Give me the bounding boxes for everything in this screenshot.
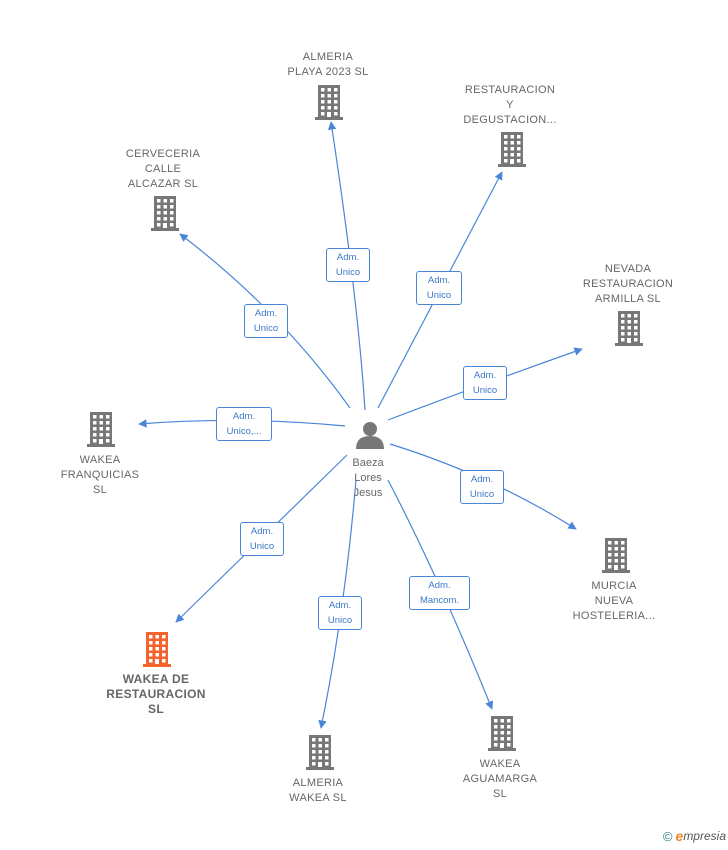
relation-label-line: Unico xyxy=(469,489,495,500)
building-icon[interactable] xyxy=(143,632,171,667)
company-name-line: CALLE xyxy=(144,163,182,175)
relation-label-line: Adm. xyxy=(336,252,360,263)
relation-label-line: Unico xyxy=(426,290,452,301)
company-name-line: DEGUSTACION... xyxy=(463,114,557,126)
relation-label-line: Adm. xyxy=(428,580,451,591)
company-name-line: ALCAZAR SL xyxy=(127,178,199,190)
building-icon[interactable] xyxy=(315,85,343,120)
brand-logo-text: mpresia xyxy=(683,829,726,843)
company-name-line: WAKEA xyxy=(479,758,521,770)
relation-label-line: Adm. xyxy=(470,474,494,485)
company-label-almeria-playa[interactable]: ALMERIA PLAYA 2023 SL xyxy=(258,50,398,80)
person-name-line: Baeza xyxy=(352,457,384,469)
company-name-line: ALMERIA xyxy=(302,51,354,63)
person-name-line: Jesus xyxy=(353,487,383,499)
relation-label-line: Adm. xyxy=(232,411,256,422)
relation-label-murcia-nueva-hosteleria[interactable]: Adm. Unico xyxy=(460,470,504,504)
company-name-line: ALMERIA xyxy=(292,777,344,789)
company-name-line: HOSTELERIA... xyxy=(572,610,656,622)
company-name-line: NEVADA xyxy=(604,263,652,275)
relation-label-line: Mancom. xyxy=(419,595,460,606)
person-icon[interactable] xyxy=(356,422,384,449)
relation-label-line: Unico xyxy=(335,267,361,278)
company-name-line: RESTAURACION xyxy=(582,278,674,290)
company-name-line: RESTAURACION xyxy=(464,84,556,96)
relation-label-cerveceria-calle-alcazar[interactable]: Adm. Unico xyxy=(244,304,288,338)
company-name-line: SL xyxy=(148,702,164,716)
company-label-almeria-wakea[interactable]: ALMERIA WAKEA SL xyxy=(248,776,388,806)
building-icon[interactable] xyxy=(306,735,334,770)
building-icon[interactable] xyxy=(488,716,516,751)
company-name-line: MURCIA xyxy=(591,580,637,592)
relation-label-line: Unico xyxy=(327,615,353,626)
brand-footer[interactable]: © e mpresia xyxy=(663,828,726,844)
company-label-nevada-restauracion-armilla[interactable]: NEVADA RESTAURACION ARMILLA SL xyxy=(558,262,698,307)
relation-label-line: Adm. xyxy=(254,308,278,319)
building-icon[interactable] xyxy=(151,196,179,231)
relation-label-almeria-playa[interactable]: Adm. Unico xyxy=(326,248,370,282)
relation-edge-almeria-playa xyxy=(327,121,366,411)
company-name-line: WAKEA xyxy=(79,454,121,466)
building-icon[interactable] xyxy=(602,538,630,573)
company-name-line: CERVECERIA xyxy=(125,148,201,160)
company-name-line: WAKEA SL xyxy=(289,792,347,804)
company-label-cerveceria-calle-alcazar[interactable]: CERVECERIA CALLE ALCAZAR SL xyxy=(93,147,233,192)
relation-label-wakea-franquicias[interactable]: Adm. Unico,... xyxy=(216,407,272,441)
relation-label-line: Adm. xyxy=(427,275,451,286)
relation-label-line: Unico xyxy=(253,323,279,334)
relation-label-line: Unico xyxy=(249,541,275,552)
relation-label-line: Adm. xyxy=(328,600,352,611)
relation-label-restauracion-degustacion[interactable]: Adm. Unico xyxy=(416,271,462,305)
relation-label-almeria-wakea[interactable]: Adm. Unico xyxy=(318,596,362,630)
relation-label-line: Unico,... xyxy=(226,426,262,437)
company-name-line: SL xyxy=(492,788,508,800)
relation-label-line: Unico xyxy=(472,385,498,396)
building-icon[interactable] xyxy=(498,132,526,167)
relation-label-wakea-aguamarga[interactable]: Adm. Mancom. xyxy=(409,576,470,610)
company-label-restauracion-degustacion[interactable]: RESTAURACION Y DEGUSTACION... xyxy=(440,83,580,128)
company-name-line: PLAYA 2023 SL xyxy=(287,66,369,78)
company-name-line: WAKEA DE xyxy=(122,672,190,686)
copyright-symbol: © xyxy=(662,828,673,844)
relation-label-wakea-de-restauracion[interactable]: Adm. Unico xyxy=(240,522,284,556)
company-label-murcia-nueva-hosteleria[interactable]: MURCIA NUEVA HOSTELERIA... xyxy=(544,579,684,624)
building-icon[interactable] xyxy=(615,311,643,346)
company-name-line: ARMILLA SL xyxy=(595,293,661,305)
relation-label-line: Adm. xyxy=(250,526,274,537)
company-name-line: AGUAMARGA xyxy=(462,773,538,785)
company-name-line: SL xyxy=(92,484,108,496)
company-name-line: RESTAURACION xyxy=(106,687,206,701)
building-icon[interactable] xyxy=(87,412,115,447)
relation-label-nevada-restauracion-armilla[interactable]: Adm. Unico xyxy=(463,366,507,400)
company-label-wakea-franquicias[interactable]: WAKEA FRANQUICIAS SL xyxy=(30,453,170,498)
brand-logo-initial: e xyxy=(675,828,684,844)
company-name-line: Y xyxy=(506,99,514,111)
company-name-line: NUEVA xyxy=(594,595,634,607)
company-name-line: FRANQUICIAS xyxy=(60,469,140,481)
relation-label-line: Adm. xyxy=(473,370,497,381)
company-label-wakea-aguamarga[interactable]: WAKEA AGUAMARGA SL xyxy=(430,757,570,802)
person-name-line: Lores xyxy=(354,472,382,484)
